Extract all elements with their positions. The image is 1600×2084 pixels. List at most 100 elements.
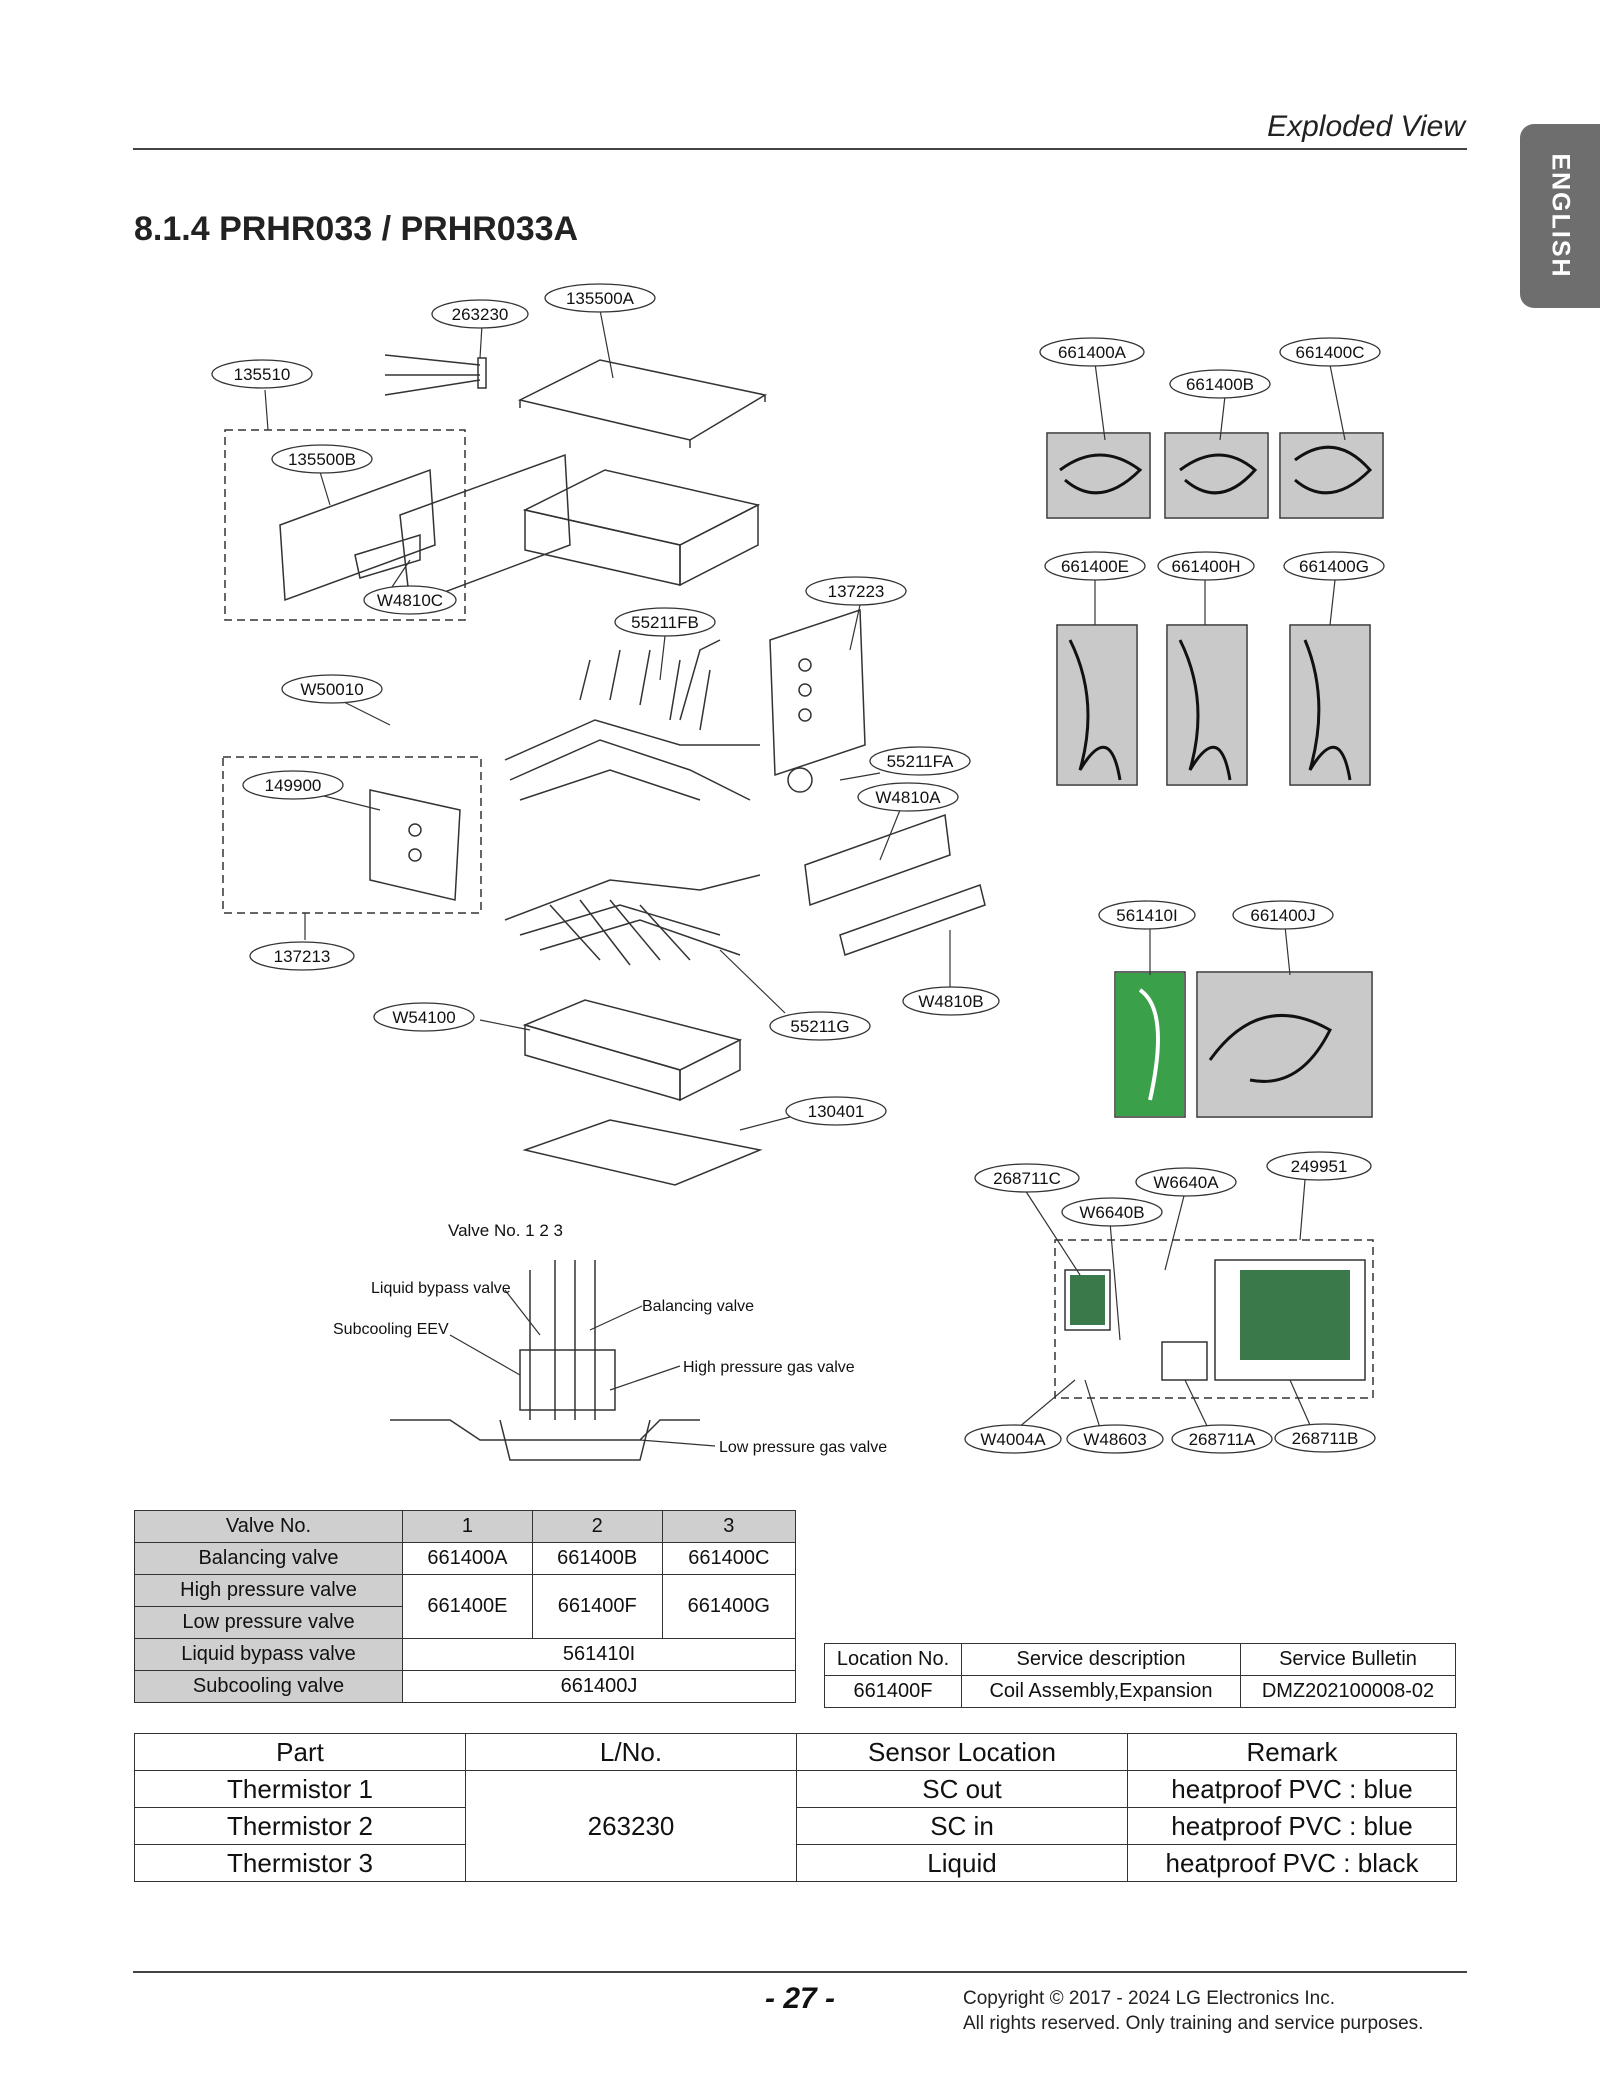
- table-cell: Liquid: [796, 1844, 1128, 1882]
- table-cell: 661400J: [402, 1670, 796, 1703]
- callout-661400e: 661400E: [1061, 557, 1129, 576]
- table-header: Part: [134, 1733, 466, 1771]
- part-valve-pipes: [504, 719, 760, 801]
- callout-w48603: W48603: [1083, 1430, 1146, 1449]
- page-number: - 27 -: [765, 1982, 836, 2015]
- low-pressure-label: Low pressure gas valve: [719, 1439, 887, 1456]
- table-header: Service Bulletin: [1240, 1643, 1456, 1676]
- page-title: 8.1.4 PRHR033 / PRHR033A: [134, 210, 579, 248]
- callout-w4004a: W4004A: [980, 1430, 1046, 1449]
- callout-w50010: W50010: [300, 680, 363, 699]
- callout-135500b: 135500B: [288, 450, 356, 469]
- table-cell: 661400C: [661, 1542, 797, 1575]
- part-base-plate: [522, 1119, 763, 1186]
- callout-661400h: 661400H: [1171, 557, 1240, 576]
- table-header: 2: [531, 1510, 663, 1543]
- callout-w4810b: W4810B: [918, 992, 983, 1011]
- callout-55211g: 55211G: [790, 1017, 849, 1036]
- part-sub-pcb: [1064, 1269, 1111, 1331]
- callout-268711b: 268711B: [1292, 1429, 1359, 1448]
- table-cell: 661400B: [531, 1542, 663, 1575]
- section-header: Exploded View: [1267, 110, 1465, 143]
- table-cell: Thermistor 1: [134, 1770, 466, 1808]
- callout-268711c: 268711C: [993, 1169, 1061, 1188]
- table-cell: heatproof PVC : blue: [1127, 1807, 1457, 1845]
- photo-661400h: [1166, 624, 1248, 786]
- group-box-pcb: [1054, 1239, 1374, 1399]
- table-cell: Coil Assembly,Expansion: [961, 1675, 1241, 1708]
- part-bracket-w4810a: [804, 813, 951, 907]
- part-right-panel: [769, 608, 866, 777]
- table-cell: 263230: [465, 1770, 797, 1882]
- callout-w4810a: W4810A: [875, 788, 941, 807]
- callout-661400a: 661400A: [1058, 343, 1127, 362]
- part-insulation: [522, 469, 761, 546]
- service-table: Location No. Service description Service…: [824, 1643, 1456, 1708]
- row-label: Liquid bypass valve: [134, 1638, 403, 1671]
- balancing-valve-label: Balancing valve: [642, 1298, 754, 1315]
- subcooling-eev-label: Subcooling EEV: [333, 1321, 449, 1338]
- group-box-135500b: [224, 429, 466, 621]
- exploded-view-diagram: 263230 135500A 135510 135500B W4810C 552…: [211, 283, 1385, 1461]
- callout-249951: 249951: [1291, 1157, 1348, 1176]
- table-cell: 661400F: [531, 1574, 663, 1639]
- table-cell: DMZ202100008-02: [1240, 1675, 1456, 1708]
- row-label: High pressure valve: [134, 1574, 403, 1607]
- callout-137213: 137213: [274, 947, 331, 966]
- callout-w54100: W54100: [392, 1008, 455, 1027]
- callout-149900: 149900: [265, 776, 322, 795]
- copyright: Copyright © 2017 - 2024 LG Electronics I…: [963, 1986, 1423, 2036]
- callout-137223: 137223: [828, 582, 885, 601]
- valve-diagram-pipes: [390, 1419, 700, 1441]
- callout-661400j: 661400J: [1250, 906, 1315, 925]
- table-cell: 661400G: [661, 1574, 797, 1639]
- callout-55211fa: 55211FA: [887, 752, 954, 771]
- footer-rule: [133, 1971, 1467, 1973]
- part-thermistor: [384, 354, 481, 396]
- header-rule: [133, 148, 1467, 150]
- table-cell: 661400F: [824, 1675, 962, 1708]
- table-cell: SC out: [796, 1770, 1128, 1808]
- table-header: L/No.: [465, 1733, 797, 1771]
- rights-line: All rights reserved. Only training and s…: [963, 2013, 1424, 2034]
- table-cell: SC in: [796, 1807, 1128, 1845]
- photo-661400c: [1279, 432, 1384, 519]
- part-panel-149900: [369, 789, 461, 901]
- part-top-cover: [517, 359, 768, 441]
- table-row: Thermistor 3 Liquid heatproof PVC : blac…: [134, 1844, 1457, 1882]
- valve-table: Valve No. 1 2 3 Balancing valve 661400A …: [134, 1510, 797, 1703]
- callout-268711a: 268711A: [1189, 1430, 1256, 1449]
- language-tab[interactable]: ENGLISH: [1520, 124, 1600, 308]
- photo-661400j: [1196, 971, 1373, 1118]
- callout-130401: 130401: [808, 1102, 865, 1121]
- callout-135500a: 135500A: [566, 289, 635, 308]
- thermistor-table: Part L/No. Sensor Location Remark Thermi…: [134, 1733, 1457, 1882]
- table-cell: 661400A: [402, 1542, 533, 1575]
- liquid-bypass-label: Liquid bypass valve: [371, 1280, 511, 1297]
- part-panel-135500b: [279, 468, 436, 602]
- callout-w4810c: W4810C: [377, 591, 443, 610]
- valve-no-label: Valve No. 1 2 3: [448, 1221, 563, 1240]
- table-header: Service description: [961, 1643, 1241, 1676]
- copyright-line: Copyright © 2017 - 2024 LG Electronics I…: [963, 1988, 1336, 2009]
- row-label: Balancing valve: [134, 1542, 403, 1575]
- callout-w6640b: W6640B: [1079, 1203, 1144, 1222]
- table-row: Thermistor 1 263230 SC out heatproof PVC…: [134, 1770, 1457, 1882]
- high-pressure-label: High pressure gas valve: [683, 1359, 855, 1376]
- callout-w6640a: W6640A: [1153, 1173, 1219, 1192]
- table-header: 1: [402, 1510, 533, 1543]
- table-header: 3: [661, 1510, 797, 1543]
- part-side-plate: [399, 453, 571, 607]
- part-bracket-w4810b: [839, 884, 986, 956]
- table-cell: heatproof PVC : black: [1127, 1844, 1457, 1882]
- table-cell: 661400E: [402, 1574, 533, 1639]
- part-lower-pipes: [504, 874, 761, 956]
- table-cell: heatproof PVC : blue: [1127, 1770, 1457, 1808]
- callout-661400g: 661400G: [1299, 557, 1369, 576]
- table-header: Remark: [1127, 1733, 1457, 1771]
- callout-135510: 135510: [234, 365, 291, 384]
- table-header: Sensor Location: [796, 1733, 1128, 1771]
- table-cell: Thermistor 2: [134, 1807, 466, 1845]
- row-label: Subcooling valve: [134, 1670, 403, 1703]
- table-cell: 561410I: [402, 1638, 796, 1671]
